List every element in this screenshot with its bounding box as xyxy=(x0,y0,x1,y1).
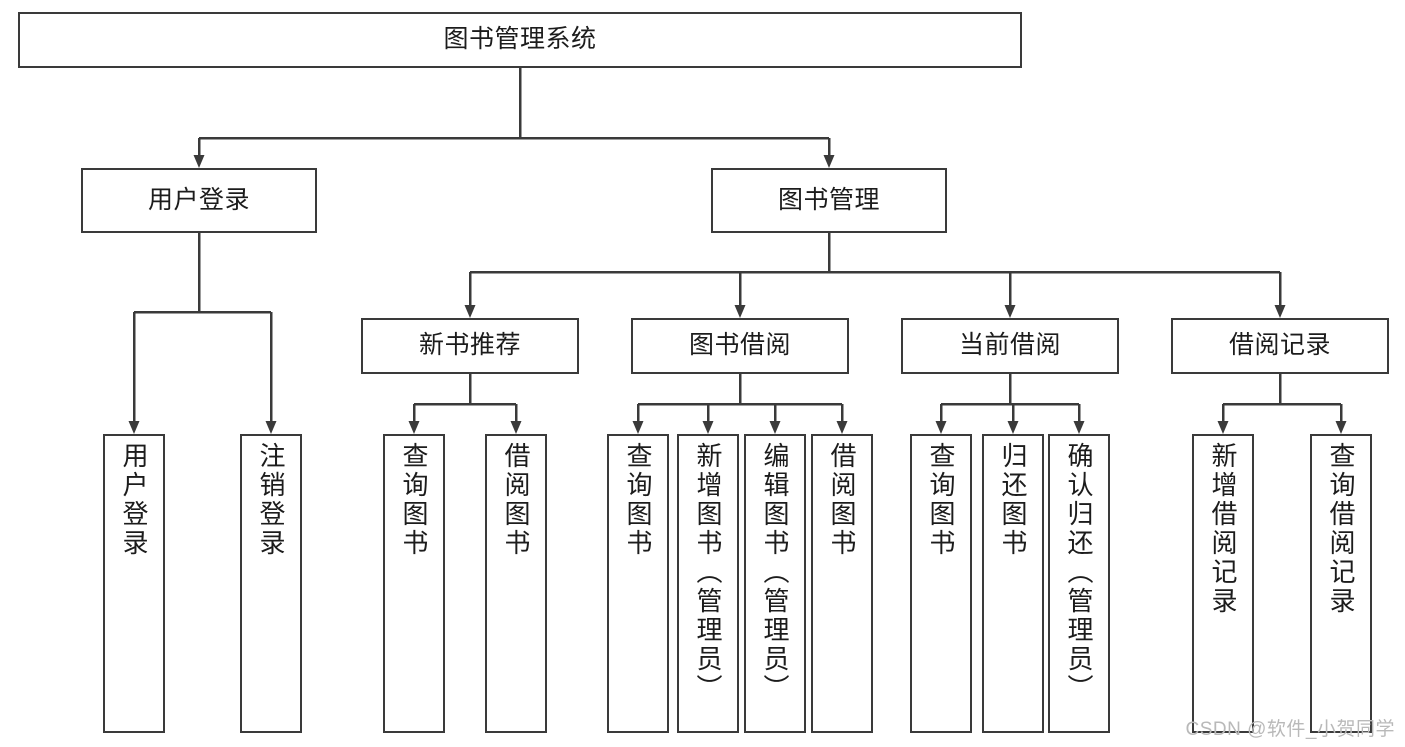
node-label: 查询图书 xyxy=(926,442,956,558)
node-l-logout[interactable]: 注销登录 xyxy=(240,434,302,733)
node-label: 新增借阅记录 xyxy=(1208,442,1238,616)
node-l-nb-query[interactable]: 查询图书 xyxy=(383,434,445,733)
watermark-label: CSDN @软件_小贺同学 xyxy=(1185,719,1395,740)
arrowhead-icon xyxy=(464,305,476,318)
node-label: 编辑图书（管理员） xyxy=(760,442,790,703)
arrowhead-icon xyxy=(510,421,522,434)
node-label: 确认归还（管理员） xyxy=(1064,442,1094,703)
arrowhead-icon xyxy=(1274,305,1286,318)
node-label: 用户登录 xyxy=(147,185,250,214)
arrowhead-icon xyxy=(734,305,746,318)
node-label: 新书推荐 xyxy=(418,331,521,360)
arrowhead-icon xyxy=(935,421,947,434)
node-label: 图书管理系统 xyxy=(443,25,597,54)
node-label: 归还图书 xyxy=(998,442,1028,558)
arrowhead-icon xyxy=(836,421,848,434)
node-label: 新增图书（管理员） xyxy=(693,442,723,703)
node-label: 查询借阅记录 xyxy=(1326,442,1356,616)
node-label: 当前借阅 xyxy=(958,331,1061,360)
arrowhead-icon xyxy=(1335,421,1347,434)
node-l-cu-return[interactable]: 归还图书 xyxy=(982,434,1044,733)
node-label: 用户登录 xyxy=(119,442,149,558)
node-label: 借阅图书 xyxy=(501,442,531,558)
node-l-rc-add[interactable]: 新增借阅记录 xyxy=(1192,434,1254,733)
arrowhead-icon xyxy=(408,421,420,434)
arrowhead-icon xyxy=(1004,305,1016,318)
arrowhead-icon xyxy=(1217,421,1229,434)
node-l-nb-borrow[interactable]: 借阅图书 xyxy=(485,434,547,733)
node-label: 借阅记录 xyxy=(1228,331,1331,360)
node-label: 图书借阅 xyxy=(688,331,791,360)
node-root[interactable]: 图书管理系统 xyxy=(18,12,1022,68)
arrowhead-icon xyxy=(632,421,644,434)
arrowhead-icon xyxy=(702,421,714,434)
arrowhead-icon xyxy=(128,421,140,434)
arrowhead-icon xyxy=(1073,421,1085,434)
node-label: 借阅图书 xyxy=(827,442,857,558)
node-l-userlogin[interactable]: 用户登录 xyxy=(103,434,165,733)
node-n-newbook[interactable]: 新书推荐 xyxy=(361,318,579,374)
node-l-rc-query[interactable]: 查询借阅记录 xyxy=(1310,434,1372,733)
node-n-login[interactable]: 用户登录 xyxy=(81,168,317,233)
node-l-cu-confirm[interactable]: 确认归还（管理员） xyxy=(1048,434,1110,733)
node-l-bw-edit[interactable]: 编辑图书（管理员） xyxy=(744,434,806,733)
node-label: 查询图书 xyxy=(623,442,653,558)
node-label: 注销登录 xyxy=(256,442,286,558)
node-n-bookmgmt[interactable]: 图书管理 xyxy=(711,168,947,233)
arrowhead-icon xyxy=(193,155,205,168)
node-l-bw-lend[interactable]: 借阅图书 xyxy=(811,434,873,733)
arrowhead-icon xyxy=(769,421,781,434)
node-l-bw-query[interactable]: 查询图书 xyxy=(607,434,669,733)
arrowhead-icon xyxy=(823,155,835,168)
node-l-cu-query[interactable]: 查询图书 xyxy=(910,434,972,733)
node-label: 查询图书 xyxy=(399,442,429,558)
arrowhead-icon xyxy=(1007,421,1019,434)
node-n-borrow[interactable]: 图书借阅 xyxy=(631,318,849,374)
node-n-current[interactable]: 当前借阅 xyxy=(901,318,1119,374)
node-l-bw-add[interactable]: 新增图书（管理员） xyxy=(677,434,739,733)
node-n-record[interactable]: 借阅记录 xyxy=(1171,318,1389,374)
node-label: 图书管理 xyxy=(777,185,880,214)
arrowhead-icon xyxy=(265,421,277,434)
